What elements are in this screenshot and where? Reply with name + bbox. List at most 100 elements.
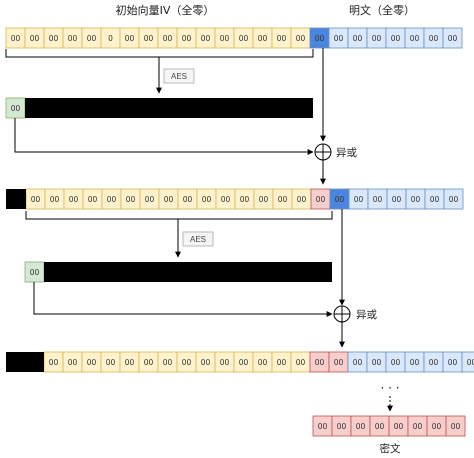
- row3-plaintext-byte-value: 00: [448, 358, 458, 367]
- row2-iv-byte: 00: [120, 188, 141, 210]
- row3-plaintext-byte: 00: [404, 351, 425, 373]
- row2-iv-byte: 00: [215, 188, 236, 210]
- iv-byte: 00: [233, 27, 254, 49]
- ciphertext-byte-value: 00: [318, 422, 328, 431]
- row3-plaintext-byte-value: 00: [353, 358, 363, 367]
- iv-byte-value: 00: [30, 34, 40, 43]
- row2-plaintext-byte: 00: [386, 188, 407, 210]
- aes1-label: AES: [171, 72, 187, 81]
- iv-byte: 0: [100, 27, 121, 49]
- row3-plaintext-byte-value: 00: [372, 358, 382, 367]
- iv-header: 初始向量IV（全零）: [116, 3, 215, 17]
- row3-iv-byte: 00: [100, 351, 121, 373]
- plaintext-byte-value: 00: [448, 34, 458, 43]
- iv-byte-value: 00: [125, 34, 135, 43]
- row3-iv-byte: 00: [43, 351, 64, 373]
- ciphertext-byte-value: 00: [413, 422, 423, 431]
- aes-output-block-2: [44, 262, 332, 282]
- iv-byte: 00: [252, 27, 273, 49]
- row2-iv-byte-value: 00: [164, 195, 174, 204]
- row3-iv-byte-value: 00: [239, 358, 249, 367]
- row2-iv-byte-value: 00: [202, 195, 212, 204]
- row2-plaintext-byte: 00: [424, 188, 445, 210]
- aes-output-byte-1: 00: [5, 97, 26, 119]
- row3-iv-byte-value: 00: [182, 358, 192, 367]
- row3-iv-byte: 00: [252, 351, 273, 373]
- row2-plaintext-byte-value: 00: [354, 195, 364, 204]
- row2-plaintext-byte-value: 00: [392, 195, 402, 204]
- row2-iv-byte-value: 00: [50, 195, 60, 204]
- row2-iv-byte-value: 00: [107, 195, 117, 204]
- row3-iv-byte: 00: [290, 351, 311, 373]
- aes-output-byte-1-value: 00: [11, 104, 21, 113]
- plaintext-byte-value: 00: [410, 34, 420, 43]
- row2-cipher-byte: 00: [310, 188, 331, 210]
- iv-byte: 00: [81, 27, 102, 49]
- iv-byte-value: 0: [108, 34, 113, 43]
- row2-plaintext-byte-value: 00: [430, 195, 440, 204]
- xor1-label: 异或: [336, 147, 357, 159]
- row3-plaintext-byte-box: [461, 351, 474, 373]
- row2-iv-byte-value: 00: [69, 195, 79, 204]
- row3-cipher-byte-value: 00: [334, 358, 344, 367]
- row2-plaintext-byte-value: 00: [449, 195, 459, 204]
- iv-byte-value: 00: [144, 34, 154, 43]
- row3-iv-byte-value: 00: [144, 358, 154, 367]
- iv-byte: 00: [119, 27, 140, 49]
- continuation-dots: · · ·: [380, 381, 399, 395]
- iv-byte-value: 00: [201, 34, 211, 43]
- row2-iv-byte: 00: [196, 188, 217, 210]
- plaintext-byte: 00: [347, 27, 368, 49]
- iv-byte-value: 00: [239, 34, 249, 43]
- row2-plaintext-byte-value: 00: [411, 195, 421, 204]
- row3-iv-byte-value: 00: [296, 358, 306, 367]
- aes-output-byte-2-value: 00: [30, 268, 40, 277]
- iv-byte-value: 00: [11, 34, 21, 43]
- row2-plaintext-byte: 00: [443, 188, 464, 210]
- row3-iv-byte: 00: [214, 351, 235, 373]
- row2-plaintext-byte-value: 00: [373, 195, 383, 204]
- plaintext-byte: 00: [366, 27, 387, 49]
- row3-iv-byte-value: 00: [106, 358, 116, 367]
- row2-plaintext-byte-box: [443, 188, 464, 210]
- row2-iv-byte-value: 00: [297, 195, 307, 204]
- row3-plaintext-byte: 00: [385, 351, 406, 373]
- row3-plaintext-byte-value: 00: [467, 358, 474, 367]
- row2-iv-byte: 00: [139, 188, 160, 210]
- row3-iv-byte-value: 00: [277, 358, 287, 367]
- iv-byte: 00: [62, 27, 83, 49]
- iv-byte: 00: [43, 27, 64, 49]
- row3-iv-byte-value: 00: [163, 358, 173, 367]
- row2-iv-byte-value: 00: [240, 195, 250, 204]
- plaintext-byte: 00: [442, 27, 463, 49]
- row2-black-prefix: [6, 189, 26, 209]
- row2-iv-byte: 00: [82, 188, 103, 210]
- iv-byte-value: 00: [87, 34, 97, 43]
- ciphertext-byte-value: 00: [356, 422, 366, 431]
- plaintext-byte-value: 00: [372, 34, 382, 43]
- plaintext-header: 明文（全零）: [349, 3, 415, 17]
- iv-byte-value: 00: [220, 34, 230, 43]
- plaintext-byte: 00: [385, 27, 406, 49]
- row2-iv-byte-value: 00: [259, 195, 269, 204]
- row2-iv-byte-value: 00: [221, 195, 231, 204]
- ciphertext-byte: 00: [350, 415, 371, 437]
- iv-byte: 00: [195, 27, 216, 49]
- row2-plaintext-byte-active-value: 00: [335, 195, 345, 204]
- row3-black-prefix: [6, 352, 44, 372]
- plaintext-byte-active-value: 00: [315, 34, 325, 43]
- aes-output-block-1: [25, 98, 313, 118]
- plaintext-byte-value: 00: [353, 34, 363, 43]
- row2-cipher-byte-value: 00: [316, 195, 326, 204]
- plaintext-byte: 00: [328, 27, 349, 49]
- row3-plaintext-byte: 00: [347, 351, 368, 373]
- row3-plaintext-byte: 00: [423, 351, 444, 373]
- iv-byte: 00: [271, 27, 292, 49]
- row3-iv-byte: 00: [81, 351, 102, 373]
- row3-plaintext-byte: 00: [366, 351, 387, 373]
- row3-plaintext-byte-value: 00: [391, 358, 401, 367]
- iv-byte: 00: [157, 27, 178, 49]
- ciphertext-byte-value: 00: [375, 422, 385, 431]
- iv-byte-value: 00: [277, 34, 287, 43]
